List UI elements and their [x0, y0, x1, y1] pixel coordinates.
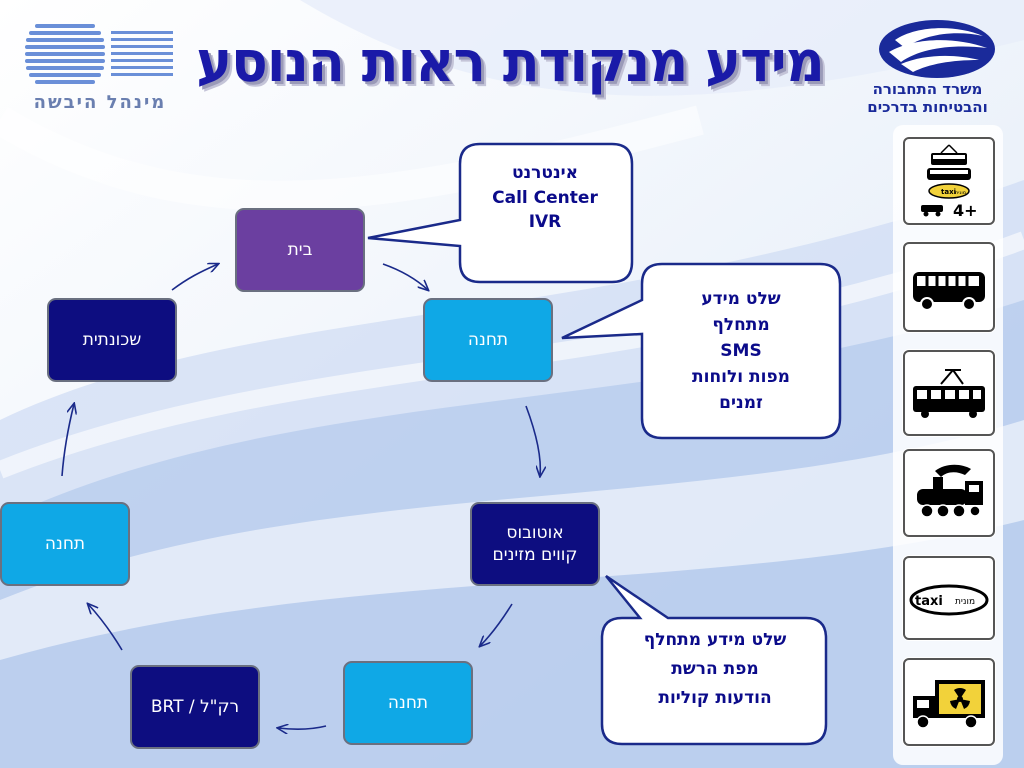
callout-station-text: שלט מידע מתחלף SMS מפות ולוחות זמנים: [650, 286, 832, 416]
taxi-label: מונית: [955, 597, 975, 607]
arrow-station-to-bus: [525, 405, 540, 476]
callout-home-line: IVR: [528, 212, 562, 232]
callout-bus-bubble: [600, 574, 828, 746]
arrow-rail-to-station: [88, 604, 123, 651]
public-transport-4plus-icon: taxi מונית 4+: [903, 137, 995, 225]
callout-home-line: Call Center: [492, 188, 598, 208]
arrow-station-to-neighborhood: [61, 404, 74, 477]
arrow-station-to-rail: [278, 726, 327, 729]
node-bus-label-2: קווים מזינים: [492, 545, 578, 565]
callout-station-line: SMS: [720, 341, 762, 361]
node-station-top-label: תחנה: [467, 330, 509, 350]
taxi-icon: taxi מונית: [903, 556, 995, 640]
bus-icon: [903, 242, 995, 332]
callout-home-text: אינטרנט Call Center IVR: [470, 160, 620, 234]
train-icon: [903, 449, 995, 537]
node-bus: אוטובוס קווים מזינים: [470, 502, 600, 586]
ministry-emblem-icon: [879, 20, 995, 78]
ministry-logo: משרד התחבורה והבטיחות בדרכים: [855, 18, 1000, 118]
ministry-name-line2: והבטיחות בדרכים: [867, 98, 988, 116]
callout-home-bubble: [367, 142, 634, 284]
callout-station-bubble: [561, 262, 842, 440]
tram-icon: [903, 350, 995, 436]
tile1-taxi-label: מונית: [955, 190, 966, 196]
left-logo-text: מינהל היבשה: [33, 92, 167, 113]
callout-bus-text: שלט מידע מתחלף מפת הרשת הודעות קוליות: [610, 626, 820, 713]
ministry-name-line1: משרד התחבורה: [872, 80, 983, 98]
taxi-brand: taxi: [915, 594, 943, 609]
node-rail-brt-label: רק"ל / BRT: [150, 697, 240, 717]
node-home: בית: [235, 208, 365, 292]
node-station-left: תחנה: [0, 502, 130, 586]
callout-home-line: אינטרנט: [511, 163, 579, 183]
striped-globe-icon: [25, 24, 173, 84]
callout-bus-line: הודעות קוליות: [658, 688, 772, 708]
node-home-label: בית: [287, 240, 313, 260]
page-title: מידע מנקודת ראות הנוסע: [196, 28, 825, 95]
arrow-neighborhood-to-home: [171, 264, 218, 291]
callout-station-line: מתחלף: [712, 315, 770, 335]
node-bus-label-1: אוטובוס: [506, 523, 564, 543]
flow-arrows: [61, 263, 540, 729]
node-rail-brt: רק"ל / BRT: [130, 665, 260, 749]
svg-text:taxi: taxi: [941, 188, 956, 196]
tile1-count: 4+: [953, 201, 978, 220]
node-station-bottom-label: תחנה: [387, 693, 429, 713]
node-station-top: תחנה: [423, 298, 553, 382]
node-station-bottom: תחנה: [343, 661, 473, 745]
callout-station-line: מפות ולוחות: [692, 367, 790, 387]
callout-bus-line: שלט מידע מתחלף: [643, 630, 787, 650]
left-logo: מינהל היבשה: [25, 20, 175, 120]
node-neighborhood: שכונתית: [47, 298, 177, 382]
callout-bus-line: מפת הרשת: [671, 659, 759, 679]
hazmat-truck-icon: [903, 658, 995, 746]
node-neighborhood-label: שכונתית: [82, 330, 142, 350]
callout-station-line: זמנים: [719, 393, 763, 413]
arrow-home-to-station: [382, 263, 428, 290]
callout-station-line: שלט מידע: [701, 289, 781, 309]
arrow-bus-to-station: [480, 603, 513, 646]
node-station-left-label: תחנה: [44, 534, 86, 554]
